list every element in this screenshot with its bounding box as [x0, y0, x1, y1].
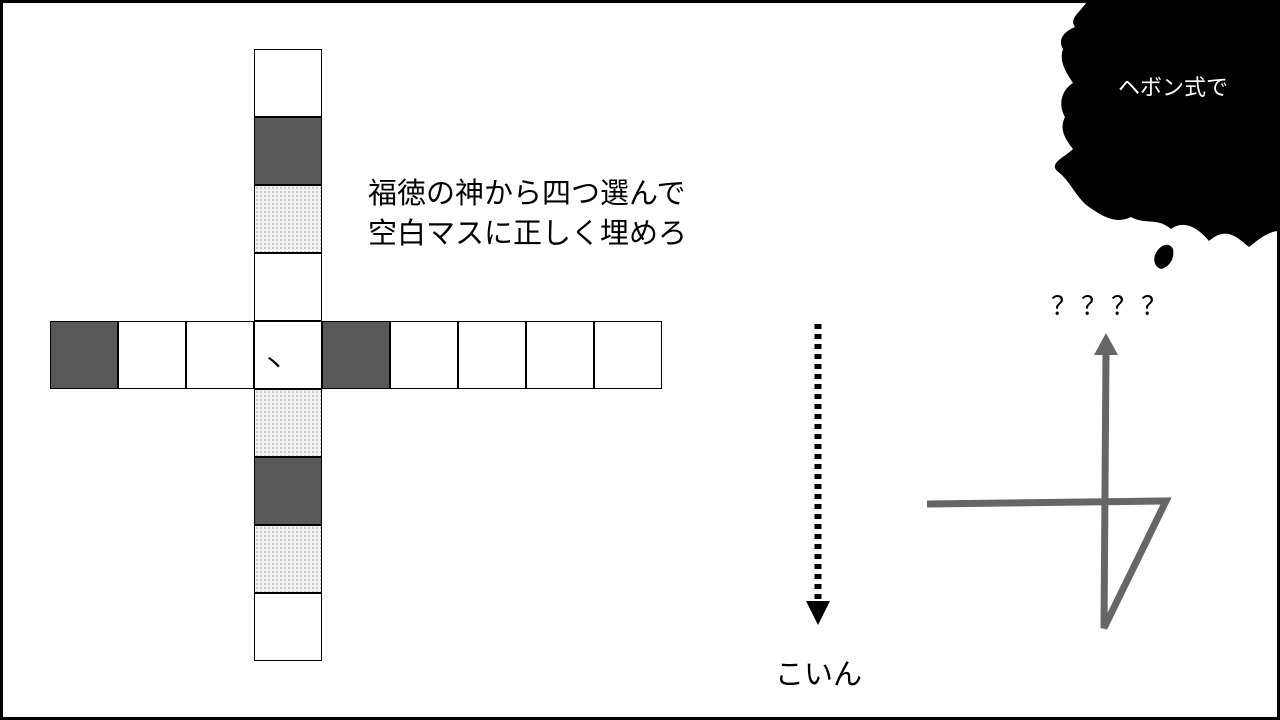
grid-cell-vertical-8-dotted[interactable]	[254, 525, 322, 593]
grid-cell-vertical-9[interactable]	[254, 593, 322, 661]
grid-cell-vertical-2-filled	[254, 117, 322, 185]
answer-placeholder: ？？？？	[1051, 292, 1172, 322]
instruction-line-1: 福徳の神から四つ選んで	[368, 176, 686, 210]
grid-cell-horizontal-7[interactable]	[458, 321, 526, 389]
grid-cell-horizontal-2[interactable]	[118, 321, 186, 389]
instruction-text: 福徳の神から四つ選んで 空白マスに正しく埋めろ	[368, 173, 687, 253]
grid-cell-vertical-4[interactable]	[254, 253, 322, 321]
intersection-mark: 丶	[261, 350, 288, 380]
grid-cell-vertical-6-dotted[interactable]	[254, 389, 322, 457]
ink-splat-icon	[1054, 3, 1277, 269]
grid-cell-horizontal-8[interactable]	[526, 321, 594, 389]
grid-cell-horizontal-3[interactable]	[186, 321, 254, 389]
grid-cell-intersection[interactable]: 丶	[254, 321, 322, 389]
coin-hint-label: こいん	[775, 657, 863, 691]
grid-cell-vertical-1[interactable]	[254, 49, 322, 117]
grid-cell-horizontal-6[interactable]	[390, 321, 458, 389]
grid-cell-vertical-3-dotted[interactable]	[254, 185, 322, 253]
romaji-hint-label: ヘボン式で	[1118, 76, 1229, 101]
grid-cell-horizontal-1-filled	[50, 321, 118, 389]
grid-cell-vertical-7-filled	[254, 457, 322, 525]
grid-cell-horizontal-9[interactable]	[594, 321, 662, 389]
grid-cell-horizontal-5-filled	[322, 321, 390, 389]
instruction-line-2: 空白マスに正しく埋めろ	[368, 216, 688, 250]
